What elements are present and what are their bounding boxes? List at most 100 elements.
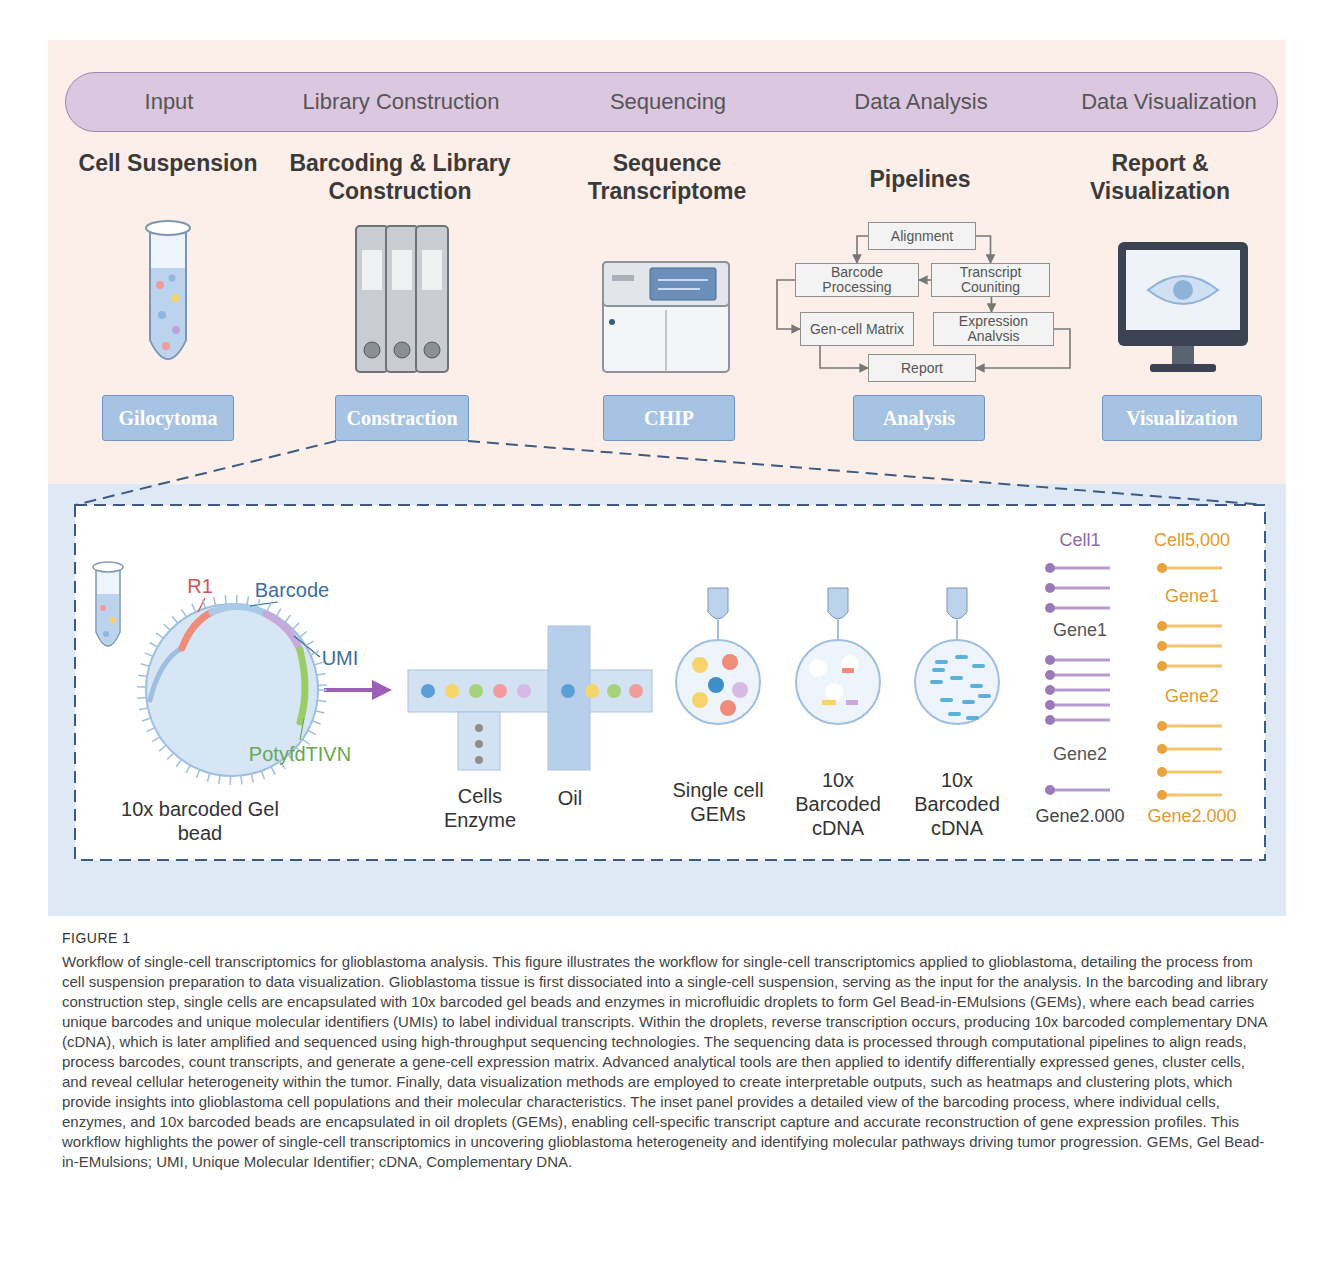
- bead-hair: [156, 633, 163, 638]
- box-text: Barcode Processing: [796, 265, 918, 294]
- bead-hair: [214, 597, 216, 606]
- bead-hair: [312, 721, 320, 724]
- transcript-line: [1050, 789, 1110, 792]
- transcript-dot: [1045, 700, 1055, 710]
- bead-hair: [318, 684, 327, 686]
- column-heading: Pipelines: [870, 166, 971, 194]
- bead-hair: [315, 711, 324, 713]
- bead-hair: [137, 697, 146, 699]
- bead-hair: [314, 662, 323, 665]
- bead-hair: [167, 753, 173, 760]
- transcript-line: [1162, 748, 1222, 751]
- bead-hair: [225, 595, 227, 604]
- gem-droplet: [676, 588, 760, 724]
- stage-title: Library Construction: [303, 89, 500, 115]
- transcript-dot: [1157, 563, 1167, 573]
- bead-hair: [317, 674, 326, 676]
- cdna-fragment: [966, 716, 979, 720]
- transcript-dot: [1157, 767, 1167, 777]
- transcript-line: [1162, 625, 1222, 628]
- bead-hair: [192, 604, 196, 612]
- cdna-fragment: [930, 680, 943, 684]
- box-text: CHIP: [644, 407, 694, 430]
- stage-title: Input: [145, 89, 194, 115]
- transcript-dot: [1045, 563, 1055, 573]
- process-arrow: [324, 688, 388, 692]
- transcript-line: [1162, 567, 1222, 570]
- transcript-line: [1050, 674, 1110, 677]
- bead-hair: [293, 623, 299, 629]
- figure-caption: Workflow of single-cell transcriptomics …: [62, 952, 1274, 1172]
- step-label-box: CHIP: [603, 395, 735, 441]
- part-label: Cell5,000: [1154, 530, 1230, 552]
- bead-hair: [147, 728, 155, 732]
- bead-hair: [311, 651, 319, 655]
- bead-hair: [137, 686, 146, 688]
- transcript-line: [1050, 659, 1110, 662]
- box-text: Gen-cell Matrix: [810, 322, 904, 337]
- bead-hair: [150, 643, 158, 648]
- transcript-line: [1162, 665, 1222, 668]
- part-label: Gene1: [1053, 620, 1107, 642]
- bead-hair: [176, 760, 181, 767]
- bead-hair: [261, 771, 264, 779]
- bead-hair: [308, 730, 316, 734]
- box-text: Transcript Couniting: [932, 265, 1049, 294]
- box-text: Constraction: [346, 407, 457, 430]
- transcript-line: [1050, 689, 1110, 692]
- stage-title: Data Analysis: [854, 89, 987, 115]
- bottom-panel: [48, 484, 1286, 916]
- bead-hair: [300, 632, 307, 638]
- cdna-fragment: [955, 655, 968, 659]
- cdna-fragment: [935, 660, 948, 664]
- bead-hair: [172, 616, 178, 623]
- transcript-dot: [1157, 661, 1167, 671]
- process-box: Report: [868, 354, 976, 382]
- transcript-dot: [1157, 721, 1167, 731]
- transcript-dot: [1157, 641, 1167, 651]
- process-box: Barcode Processing: [795, 263, 919, 297]
- flow-arrow: [919, 279, 931, 281]
- transcript-line: [1050, 567, 1110, 570]
- transcript-line: [1162, 645, 1222, 648]
- zoom-line: [468, 441, 1265, 505]
- transcript-line: [1162, 794, 1222, 797]
- flow-arrow: [857, 236, 868, 263]
- bead-hair: [240, 776, 242, 785]
- box-text: Analysis: [883, 407, 955, 430]
- box-text: Report: [901, 361, 943, 376]
- bead-hair: [186, 765, 190, 773]
- part-label: Gene2.000: [1147, 806, 1236, 828]
- binder-icon: [356, 226, 448, 372]
- bead-hair: [145, 653, 153, 657]
- transcript-dot: [1045, 785, 1055, 795]
- bead-hair: [317, 700, 326, 701]
- part-label: UMI: [322, 646, 359, 670]
- part-label: PotyfdTIVN: [249, 742, 351, 766]
- cdna-fragment: [962, 700, 975, 704]
- transcript-line: [1050, 704, 1110, 707]
- part-label: Gene2: [1053, 744, 1107, 766]
- bead-hair: [141, 664, 150, 666]
- bead-hair: [203, 600, 206, 609]
- transcript-dot: [1045, 655, 1055, 665]
- bead-hair: [285, 615, 291, 622]
- cdna-droplet: [796, 588, 880, 724]
- transcript-line: [1050, 607, 1110, 610]
- process-box: Gen-cell Matrix: [800, 312, 914, 346]
- bead-hair: [152, 737, 160, 742]
- transcript-dot: [1157, 621, 1167, 631]
- cdna-fragment: [932, 668, 945, 672]
- bead-hair: [306, 641, 314, 646]
- bead-hair: [164, 624, 170, 630]
- transcript-line: [1050, 587, 1110, 590]
- box-text: Alignment: [891, 229, 953, 244]
- sequencer-icon: [603, 262, 729, 372]
- part-label: Gene2: [1165, 686, 1219, 708]
- top-panel: [48, 40, 1286, 484]
- step-label-box: Analysis: [853, 395, 985, 441]
- bead-hair: [247, 596, 249, 605]
- process-box: Expression Analvsis: [933, 312, 1054, 346]
- flow-arrow: [976, 236, 991, 263]
- cdna-fragment: [940, 698, 953, 702]
